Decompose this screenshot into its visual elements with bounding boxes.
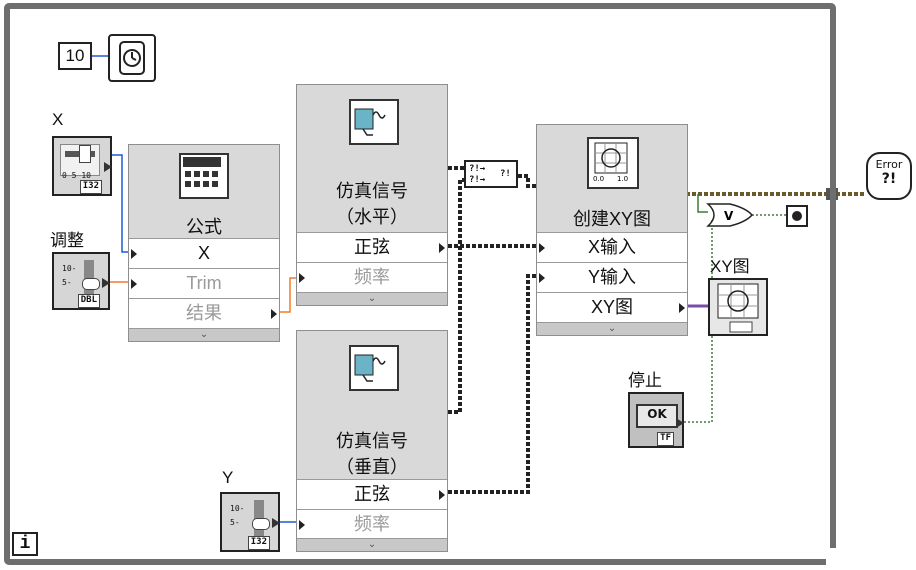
formula-row-x[interactable]: X	[129, 238, 279, 269]
sim-h-title-1: 仿真信号	[336, 181, 408, 201]
type-tag: I32	[247, 536, 270, 550]
expand-chevron-icon[interactable]: ⌄	[297, 292, 447, 305]
build-xy-row-x-input[interactable]: X输入	[537, 232, 687, 263]
output-terminal-icon	[676, 418, 684, 428]
simulate-signal-icon	[349, 345, 399, 391]
adjust-slider-control[interactable]: 10-5- DBL	[52, 252, 110, 310]
while-loop-frame	[4, 3, 836, 565]
error-text: Error	[875, 158, 903, 171]
numeric-constant-10[interactable]: 10	[58, 42, 92, 70]
loop-iteration-terminal: i	[12, 532, 38, 556]
formula-row-trim[interactable]: Trim	[129, 268, 279, 299]
sim-v-row-frequency[interactable]: 频率	[297, 509, 447, 540]
expand-chevron-icon[interactable]: ⌄	[537, 322, 687, 335]
output-terminal-icon	[104, 162, 112, 172]
build-xy-title: 创建XY图	[572, 209, 651, 229]
sim-h-row-frequency[interactable]: 频率	[297, 262, 447, 293]
svg-text:0.0: 0.0	[593, 175, 604, 183]
wait-ms-icon	[119, 41, 145, 75]
sim-h-row-sine[interactable]: 正弦	[297, 232, 447, 263]
simulate-signal-vertical[interactable]: 仿真信号 （垂直） 正弦 频率 ⌄	[296, 330, 448, 552]
formula-row-result[interactable]: 结果	[129, 298, 279, 329]
formula-title: 公式	[186, 217, 222, 237]
formula-express-vi[interactable]: 公式 X Trim 结果 ⌄	[128, 144, 280, 342]
sim-v-title-1: 仿真信号	[336, 431, 408, 451]
expand-chevron-icon[interactable]: ⌄	[297, 538, 447, 551]
y-slider-control[interactable]: 10-5- I32	[220, 492, 280, 552]
loop-frame-corner	[826, 548, 844, 570]
stop-label: 停止	[628, 371, 662, 390]
sim-v-title-2: （垂直）	[336, 457, 408, 477]
output-terminal-icon	[102, 278, 110, 288]
svg-text:V: V	[724, 209, 734, 223]
output-terminal-icon	[272, 518, 280, 528]
formula-icon	[179, 153, 229, 199]
ok-face: OK	[636, 404, 678, 428]
xy-graph-indicator[interactable]	[708, 278, 768, 336]
build-xy-graph-icon: 0.0 1.0	[587, 137, 639, 189]
sim-h-title-2: （水平）	[336, 207, 408, 227]
x-slider-control[interactable]: 0 5 10 I32	[52, 136, 112, 196]
expand-chevron-icon[interactable]: ⌄	[129, 328, 279, 341]
loop-condition-terminal[interactable]	[786, 205, 808, 227]
xy-graph-label: XY图	[710, 257, 750, 276]
xy-graph-icon	[717, 283, 759, 333]
svg-text:1.0: 1.0	[617, 175, 628, 183]
build-xy-row-xy-graph[interactable]: XY图	[537, 292, 687, 323]
simulate-signal-icon	[349, 99, 399, 145]
wait-ms-node[interactable]	[108, 34, 156, 82]
x-control-label: X	[52, 110, 64, 129]
type-tag: I32	[79, 180, 102, 194]
simulate-signal-horizontal[interactable]: 仿真信号 （水平） 正弦 频率 ⌄	[296, 84, 448, 306]
error-handler-node[interactable]: Error ?!	[866, 152, 912, 200]
type-tag: TF	[657, 432, 674, 446]
build-xy-graph-express-vi[interactable]: 0.0 1.0 创建XY图 X输入 Y输入 XY图 ⌄	[536, 124, 688, 336]
or-gate-icon[interactable]: V	[706, 202, 754, 228]
sim-v-row-sine[interactable]: 正弦	[297, 479, 447, 510]
merge-signals-node[interactable]: ?!→ ?!→ ?!	[464, 160, 518, 188]
build-xy-row-y-input[interactable]: Y输入	[537, 262, 687, 293]
y-control-label: Y	[222, 468, 234, 487]
type-tag: DBL	[77, 294, 100, 308]
error-handler-icon: ?!	[881, 171, 897, 187]
stop-button[interactable]: OK TF	[628, 392, 684, 448]
adjust-control-label: 调整	[50, 231, 84, 250]
